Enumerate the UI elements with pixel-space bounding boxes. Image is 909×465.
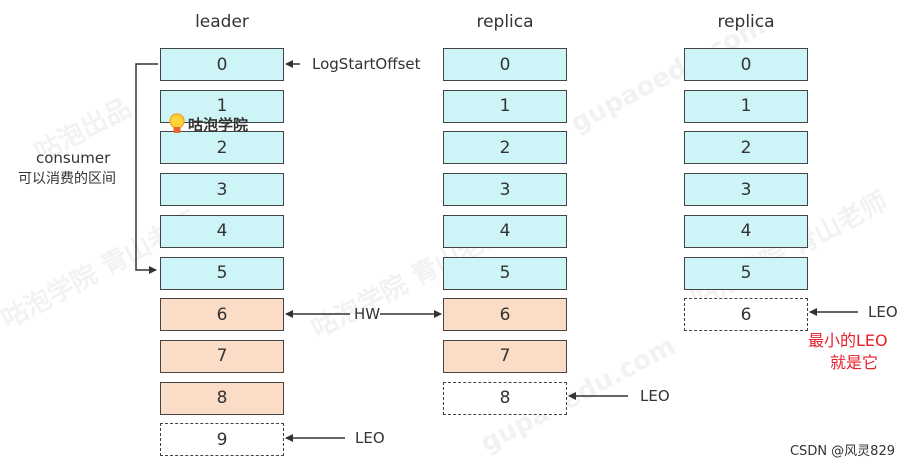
replica-1-offset-cell: 0 (443, 48, 567, 81)
replica-1-offset-cell: 4 (443, 214, 567, 248)
leader-offset-cell: 6 (160, 298, 284, 332)
replica-2-offset-cell: 2 (684, 131, 808, 165)
min-leo-note: 就是它 (830, 353, 879, 372)
replica-1-offset-cell: 2 (443, 131, 567, 165)
replica-1-title: replica (476, 12, 534, 32)
replica-1-offset-cell: 7 (443, 339, 567, 373)
logo: 咕泡学院 (168, 113, 248, 135)
replica-1-offset-cell: 6 (443, 298, 567, 332)
leo-leader-label: LEO (355, 429, 385, 447)
leader-offset-cell: 8 (160, 381, 284, 415)
leader-offset-cell: 5 (160, 256, 284, 290)
replica-1-offset-cell: 3 (443, 173, 567, 207)
leader-offset-cell: 7 (160, 339, 284, 373)
lightbulb-icon (168, 113, 186, 135)
replica-2-offset-cell: 1 (684, 89, 808, 123)
replica-2-offset-cell: 6 (684, 298, 808, 332)
consumer-label: consumer (36, 149, 111, 167)
leader-offset-cell: 0 (160, 48, 284, 81)
leader-offset-cell: 1 (160, 89, 284, 123)
log-start-offset-label: LogStartOffset (312, 55, 421, 73)
replica-2-offset-cell: 4 (684, 214, 808, 248)
replica-2-offset-cell: 3 (684, 173, 808, 207)
consumer-range-label: 可以消费的区间 (18, 171, 116, 187)
replica-1-offset-cell: 8 (443, 381, 567, 415)
consumer-range-bracket (135, 63, 158, 274)
leader-offset-cell: 2 (160, 131, 284, 165)
leader-offset-cell: 4 (160, 214, 284, 248)
leader-title: leader (195, 12, 249, 32)
leo-replica-2-label: LEO (868, 303, 898, 321)
hw-label: HW (354, 305, 381, 323)
leo-replica-1-label: LEO (640, 387, 670, 405)
replica-2-offset-cell: 5 (684, 256, 808, 290)
replica-1-offset-cell: 5 (443, 256, 567, 290)
replica-2-offset-cell: 0 (684, 48, 808, 81)
replica-2-title: replica (717, 12, 775, 32)
footer-credit: CSDN @风灵829 (789, 444, 895, 459)
logo-text: 咕泡学院 (188, 115, 249, 134)
leader-offset-cell: 3 (160, 173, 284, 207)
replica-1-offset-cell: 1 (443, 89, 567, 123)
min-leo-label: 最小的LEO (808, 331, 888, 350)
leader-offset-cell: 9 (160, 423, 284, 457)
